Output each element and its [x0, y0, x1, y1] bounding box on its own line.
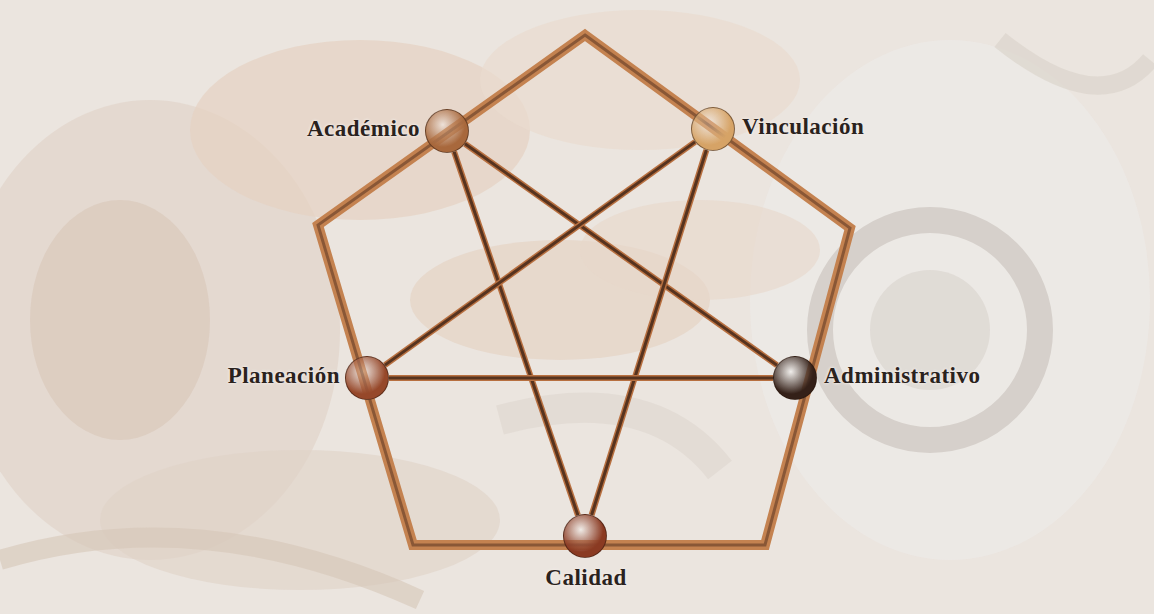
node-label: Académico	[307, 116, 420, 142]
node-dot: Planeación	[345, 356, 389, 400]
node-label: Administrativo	[824, 363, 981, 389]
node-dot: Vinculación	[691, 107, 735, 151]
connector-line	[454, 152, 578, 515]
node-label: Planeación	[228, 363, 340, 389]
connector-line	[389, 378, 773, 379]
connector-line	[465, 144, 777, 366]
node-dot: Calidad	[563, 514, 607, 558]
node-label: Vinculación	[742, 114, 864, 140]
connector-line	[592, 150, 707, 515]
node-label: Calidad	[545, 565, 626, 591]
node-dot: Administrativo	[773, 356, 817, 400]
node-dot: Académico	[425, 109, 469, 153]
